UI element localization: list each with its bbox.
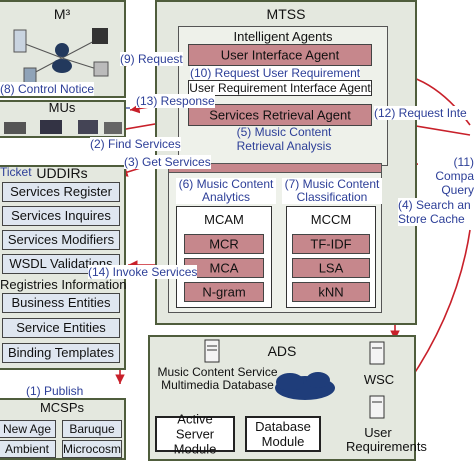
ads-title: ADS [267, 343, 297, 359]
uddirs-item: Services Register [2, 182, 120, 202]
m3-title: M³ [53, 6, 71, 22]
network-cloud-icon [275, 372, 335, 400]
devices-icon [4, 120, 122, 134]
services-retrieval-agent: Services Retrieval Agent [188, 104, 372, 126]
uddirs-item: Services Modifiers [2, 230, 120, 250]
active-server-module: Active Server Module [155, 412, 235, 457]
uddirs-entity: Binding Templates [2, 343, 120, 363]
mcsps-item: Baruque [62, 420, 122, 438]
user-interface-agent: User Interface Agent [188, 44, 372, 66]
wsc-label: WSC [363, 372, 395, 387]
database-server-icon [204, 339, 220, 363]
m3-panel: M³ (8) Control Notice [0, 0, 126, 98]
label-music-content-retrieval: (5) Music Content Retrieval Analysis [236, 125, 332, 153]
mcam-item-label: MCA [209, 260, 239, 276]
uddirs-item: Services Inquires [2, 206, 120, 226]
mccm-header: (7) Music Content Classification [282, 178, 382, 204]
control-notice-label: (8) Control Notice [0, 82, 95, 96]
user-interface-agent-label: User Interface Agent [220, 47, 340, 63]
mcam-item: N-gram [184, 282, 264, 302]
mcsps-item: Ambient [0, 440, 56, 458]
user-requirements-server-icon [369, 395, 385, 419]
label-invoke-services: (14) Invoke Services [88, 265, 198, 279]
label-compare-query: (11) Compa Query [418, 155, 474, 197]
mcam-item-label: MCR [209, 236, 239, 252]
mcam-name: MCAM [204, 212, 244, 227]
label-find-services: (2) Find Services [90, 137, 181, 151]
mcsps-item: New Age [0, 420, 56, 438]
uddirs-entity: Business Entities [2, 293, 120, 313]
mccm-item-label: TF-IDF [310, 236, 352, 252]
label-search-store-cache: (4) Search an Store Cache [398, 198, 474, 226]
database-module-label: Database Module [255, 419, 311, 449]
user-requirement-interface-agent-label: User Requirement Interface Agent [189, 81, 371, 95]
mcam-item: MCA [184, 258, 264, 278]
mccm-item-label: LSA [318, 260, 344, 276]
mccm-item: kNN [292, 282, 370, 302]
mccm-item: LSA [292, 258, 370, 278]
database-label: Music Content Service Multimedia Databas… [157, 365, 278, 392]
mccm-item: TF-IDF [292, 234, 370, 254]
mtss-title: MTSS [266, 6, 306, 22]
mcam-item: MCR [184, 234, 264, 254]
mus-panel: MUs [0, 100, 126, 138]
user-requirements-label: User Requirements [346, 425, 427, 454]
database-module: Database Module [245, 416, 321, 452]
mcam-header: (6) Music Content Analytics [176, 178, 276, 204]
uddirs-entity: Service Entities [2, 318, 120, 338]
active-server-module-label: Active Server Module [173, 411, 217, 457]
label-response: (13) Response [136, 94, 215, 108]
label-get-services: (3) Get Services [124, 155, 211, 169]
mccm-item-label: kNN [318, 284, 344, 300]
mcsps-item: Microcosm [62, 440, 122, 458]
intelligent-agents-title: Intelligent Agents [233, 29, 333, 44]
mcam-item-label: N-gram [202, 284, 246, 300]
mus-title: MUs [48, 100, 76, 115]
user-network-icon [13, 28, 109, 85]
label-publish: (1) Publish [26, 384, 84, 398]
registries-information-label: Registries Information [0, 277, 127, 292]
services-retrieval-agent-label: Services Retrieval Agent [209, 107, 351, 123]
label-request-inte: (12) Request Inte [374, 106, 467, 120]
label-request: (9) Request [120, 52, 183, 66]
mcsps-panel: MCSPs New Age Baruque Ambient Microcosm [0, 398, 126, 460]
mcsps-title: MCSPs [39, 400, 85, 415]
ticket-label: Ticket [0, 165, 32, 179]
mccm-name: MCCM [310, 212, 352, 227]
uddirs-title: UDDIRs [36, 165, 88, 181]
label-request-user-requirement: (10) Request User Requirement [190, 66, 361, 80]
wsc-server-icon [369, 341, 385, 365]
user-requirement-interface-agent: User Requirement Interface Agent [188, 80, 372, 96]
uddirs-panel: Ticket UDDIRs Services Register Services… [0, 165, 126, 370]
